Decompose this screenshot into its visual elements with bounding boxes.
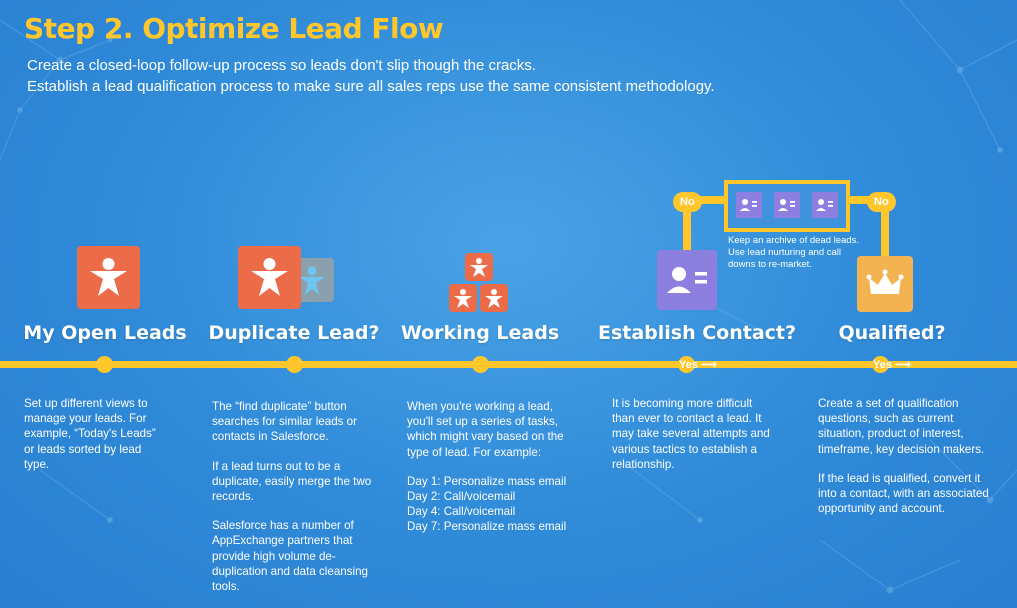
- loop-connector-left-horizontal: [683, 196, 728, 204]
- subtitle-line-2: Establish a lead qualification process t…: [27, 78, 715, 95]
- timeline-dot-4: [678, 356, 695, 373]
- timeline-bar: [0, 361, 1017, 368]
- step-title-my-open-leads: My Open Leads: [23, 322, 187, 344]
- step-title-duplicate-lead: Duplicate Lead?: [208, 322, 380, 344]
- contact-card-icon: [657, 250, 717, 310]
- task-day-1: Day 1: Personalize mass email: [407, 474, 567, 488]
- description-paragraph: If a lead turns out to be a duplicate, e…: [212, 459, 372, 504]
- step-title-working-leads: Working Leads: [400, 322, 560, 344]
- archived-contact-icon: [774, 192, 800, 218]
- timeline-dot-1: [96, 356, 113, 373]
- description-paragraph: When you're working a lead, you'll set u…: [407, 400, 564, 459]
- archived-contact-icon: [812, 192, 838, 218]
- archived-contact-icon: [736, 192, 762, 218]
- task-day-4: Day 4: Call/voicemail: [407, 505, 516, 519]
- step-title-qualified: Qualified?: [838, 322, 946, 344]
- step-description-working-leads: When you're working a lead, you'll set u…: [407, 399, 577, 535]
- subtitle-line-1: Create a closed-loop follow-up process s…: [27, 57, 536, 74]
- no-label-qualified: No: [867, 192, 896, 212]
- step-description-duplicate-lead: The “find duplicate” button searches for…: [212, 399, 382, 608]
- dead-leads-archive-box: [724, 180, 850, 232]
- timeline-dot-5: [872, 356, 889, 373]
- stacked-people-icon: [465, 253, 493, 281]
- crown-icon: [857, 256, 913, 312]
- no-label-establish-contact: No: [673, 192, 702, 212]
- yes-label-qualified: Yes ⟶: [873, 359, 911, 371]
- loop-connector-right-vertical: [881, 196, 889, 256]
- timeline-dot-3: [472, 356, 489, 373]
- step-title-establish-contact: Establish Contact?: [597, 322, 797, 344]
- archive-note: Keep an archive of dead leads. Use lead …: [728, 235, 859, 270]
- description-paragraph: Salesforce has a number of AppExchange p…: [212, 519, 368, 594]
- timeline-dot-2: [286, 356, 303, 373]
- stacked-people-icon: [480, 284, 508, 312]
- description-paragraph: It is becoming more difficult than ever …: [612, 397, 770, 471]
- loop-connector-left-vertical: [683, 196, 691, 256]
- task-day-7: Day 7: Personalize mass email: [407, 520, 567, 534]
- person-icon: [77, 246, 140, 309]
- duplicate-person-icon: [238, 246, 301, 309]
- description-paragraph: Set up different views to manage your le…: [24, 397, 156, 471]
- description-paragraph: If the lead is qualified, convert it int…: [818, 471, 989, 516]
- yes-label-establish-contact: Yes ⟶: [679, 359, 717, 371]
- description-paragraph: Create a set of qualification questions,…: [818, 397, 985, 456]
- task-day-2: Day 2: Call/voicemail: [407, 490, 516, 504]
- page-title: Step 2. Optimize Lead Flow: [24, 12, 444, 45]
- description-paragraph: The “find duplicate” button searches for…: [212, 400, 357, 444]
- step-description-my-open-leads: Set up different views to manage your le…: [24, 396, 164, 486]
- step-description-qualified: Create a set of qualification questions,…: [818, 396, 998, 530]
- step-description-establish-contact: It is becoming more difficult than ever …: [612, 396, 774, 486]
- loop-connector-right-horizontal: [842, 196, 889, 204]
- stacked-people-icon: [449, 284, 477, 312]
